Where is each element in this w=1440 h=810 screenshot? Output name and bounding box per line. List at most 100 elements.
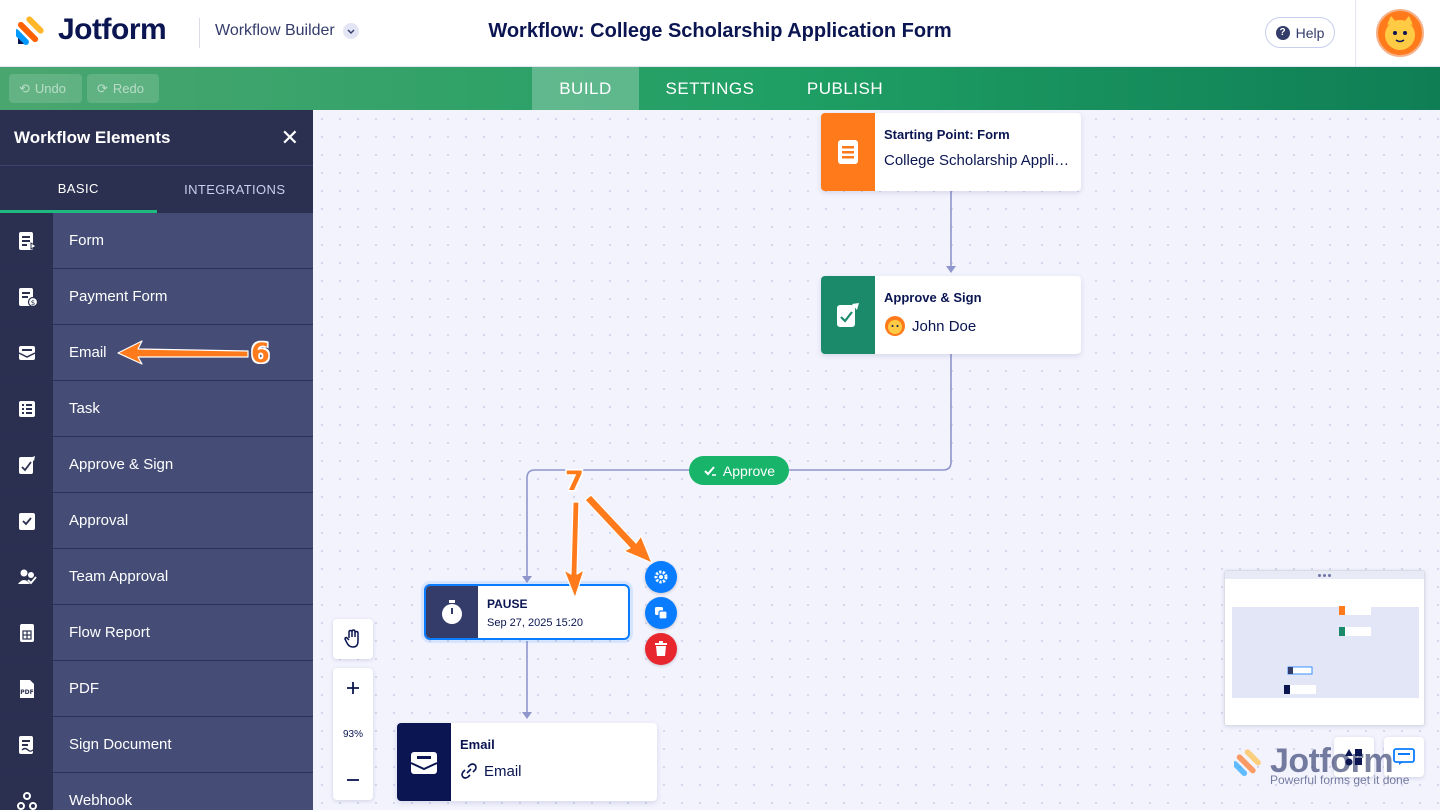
jotform-logo-icon bbox=[16, 16, 44, 45]
feedback-button[interactable] bbox=[1384, 737, 1424, 777]
approve-sign-icon bbox=[821, 276, 875, 354]
sidebar-item-label: Approve & Sign bbox=[53, 437, 313, 492]
sidebar-item-label: Flow Report bbox=[53, 605, 313, 660]
assignee-name: John Doe bbox=[912, 317, 977, 335]
email-icon bbox=[397, 723, 451, 801]
panel-title: Workflow Elements bbox=[14, 127, 171, 147]
node-approve-sign[interactable]: Approve & Sign John Doe bbox=[821, 276, 1081, 354]
zoom-level: 93% bbox=[342, 728, 363, 740]
sidebar-item-label: Webhook bbox=[53, 773, 313, 810]
node-type: PAUSE bbox=[487, 597, 528, 611]
header-divider-right bbox=[1355, 0, 1356, 67]
minimap-nodes bbox=[1284, 606, 1371, 694]
redo-icon: ⟳ bbox=[97, 80, 108, 96]
sidebar-item-pdf[interactable]: PDF PDF bbox=[0, 661, 313, 717]
watermark-logo: Jotform bbox=[1234, 742, 1394, 781]
node-body: PAUSE Sep 27, 2025 15:20 bbox=[478, 586, 628, 638]
close-icon[interactable]: ✕ bbox=[280, 124, 299, 150]
node-pause[interactable]: PAUSE Sep 27, 2025 15:20 bbox=[424, 584, 630, 640]
sidebar-item-label: Payment Form bbox=[53, 269, 313, 324]
team-approval-icon bbox=[0, 549, 53, 604]
watermark-tagline: Powerful forms get it done bbox=[1270, 773, 1410, 787]
workflow-elements-panel: Workflow Elements ✕ BASIC INTEGRATIONS F… bbox=[0, 110, 313, 810]
assignee-avatar bbox=[885, 316, 905, 336]
tab-settings[interactable]: SETTINGS bbox=[665, 78, 755, 98]
node-starting-point[interactable]: Starting Point: Form College Scholarship… bbox=[821, 113, 1081, 191]
node-value-row: John Doe bbox=[884, 315, 1071, 337]
undo-label: Undo bbox=[34, 81, 66, 96]
zoom-in-button[interactable] bbox=[333, 668, 373, 708]
sidebar-item-sign-document[interactable]: Sign Document bbox=[0, 717, 313, 773]
sidebar-item-label: Sign Document bbox=[53, 717, 313, 772]
sidebar-item-label: Team Approval bbox=[53, 549, 313, 604]
header-divider bbox=[199, 18, 200, 48]
sidebar-item-label: PDF bbox=[53, 661, 313, 716]
plus-icon bbox=[347, 682, 359, 694]
zoom-controls: 93% bbox=[333, 668, 373, 800]
shapes-button[interactable] bbox=[1334, 737, 1374, 777]
webhook-icon bbox=[0, 773, 53, 810]
sidebar-item-approve-sign[interactable]: Approve & Sign bbox=[0, 437, 313, 493]
user-avatar[interactable] bbox=[1376, 9, 1424, 57]
node-type: Email bbox=[460, 737, 495, 752]
panel-tabs: BASIC INTEGRATIONS bbox=[0, 165, 313, 213]
annotation-step-6: 6 bbox=[251, 338, 270, 369]
workflow-builder-menu[interactable]: Workflow Builder bbox=[215, 22, 359, 40]
payment-form-icon: $ bbox=[0, 269, 53, 324]
tab-integrations[interactable]: INTEGRATIONS bbox=[184, 182, 286, 197]
help-button[interactable]: ? Help bbox=[1265, 17, 1335, 48]
sign-document-icon bbox=[0, 717, 53, 772]
approval-icon bbox=[0, 493, 53, 548]
node-email[interactable]: Email Email bbox=[397, 723, 657, 801]
approve-sign-icon bbox=[704, 465, 716, 476]
sidebar-item-label: Email bbox=[53, 325, 313, 380]
sidebar-item-form[interactable]: Form bbox=[0, 213, 313, 269]
sidebar-item-task[interactable]: Task bbox=[0, 381, 313, 437]
node-duplicate-button[interactable] bbox=[645, 597, 677, 629]
minimap-drag-handle[interactable] bbox=[1225, 571, 1424, 579]
zoom-out-button[interactable] bbox=[333, 760, 373, 800]
stopwatch-icon bbox=[426, 586, 478, 638]
minimap-viewport[interactable] bbox=[1232, 607, 1419, 698]
node-delete-button[interactable] bbox=[645, 633, 677, 665]
undo-icon: ⟲ bbox=[19, 80, 30, 96]
top-header: Jotform Workflow Builder Workflow: Colle… bbox=[0, 0, 1440, 67]
message-icon bbox=[1393, 748, 1415, 765]
tab-build[interactable]: BUILD bbox=[532, 67, 639, 110]
node-value: Sep 27, 2025 15:20 bbox=[487, 617, 584, 629]
sidebar-item-flow-report[interactable]: Flow Report bbox=[0, 605, 313, 661]
help-label: Help bbox=[1295, 24, 1325, 41]
sidebar-item-approval[interactable]: Approval bbox=[0, 493, 313, 549]
flow-report-icon bbox=[0, 605, 53, 660]
sidebar-item-payment-form[interactable]: $ Payment Form bbox=[0, 269, 313, 325]
node-value: College Scholarship Appli… bbox=[884, 152, 1070, 169]
email-value: Email bbox=[484, 762, 522, 780]
pan-tool-button[interactable] bbox=[333, 619, 373, 659]
minus-icon bbox=[347, 779, 359, 781]
trash-icon bbox=[655, 641, 667, 656]
node-body: Starting Point: Form College Scholarship… bbox=[875, 113, 1081, 191]
sidebar-item-label: Task bbox=[53, 381, 313, 436]
form-icon bbox=[0, 213, 53, 268]
annotation-step-7: 7 bbox=[565, 466, 584, 497]
svg-text:PDF: PDF bbox=[20, 689, 33, 696]
workflow-builder-label: Workflow Builder bbox=[215, 22, 335, 39]
node-settings-button[interactable] bbox=[645, 561, 677, 593]
sidebar-item-webhook[interactable]: Webhook bbox=[0, 773, 313, 810]
brand-name: Jotform bbox=[58, 13, 167, 46]
tab-publish[interactable]: PUBLISH bbox=[806, 78, 884, 98]
node-body: Email Email bbox=[451, 723, 657, 801]
gear-icon bbox=[654, 570, 668, 584]
undo-button[interactable]: ⟲ Undo bbox=[9, 74, 82, 103]
branch-label-approve[interactable]: Approve bbox=[689, 456, 789, 485]
approve-sign-icon bbox=[0, 437, 53, 492]
node-value-row: Email bbox=[460, 762, 647, 780]
task-icon bbox=[0, 381, 53, 436]
panel-header: Workflow Elements ✕ bbox=[0, 110, 313, 165]
redo-button[interactable]: ⟳ Redo bbox=[87, 74, 159, 103]
tab-basic[interactable]: BASIC bbox=[0, 166, 157, 213]
sidebar-item-team-approval[interactable]: Team Approval bbox=[0, 549, 313, 605]
sidebar-item-email[interactable]: Email bbox=[0, 325, 313, 381]
jotform-logo[interactable]: Jotform bbox=[16, 13, 167, 47]
workflow-minimap[interactable] bbox=[1224, 570, 1425, 726]
